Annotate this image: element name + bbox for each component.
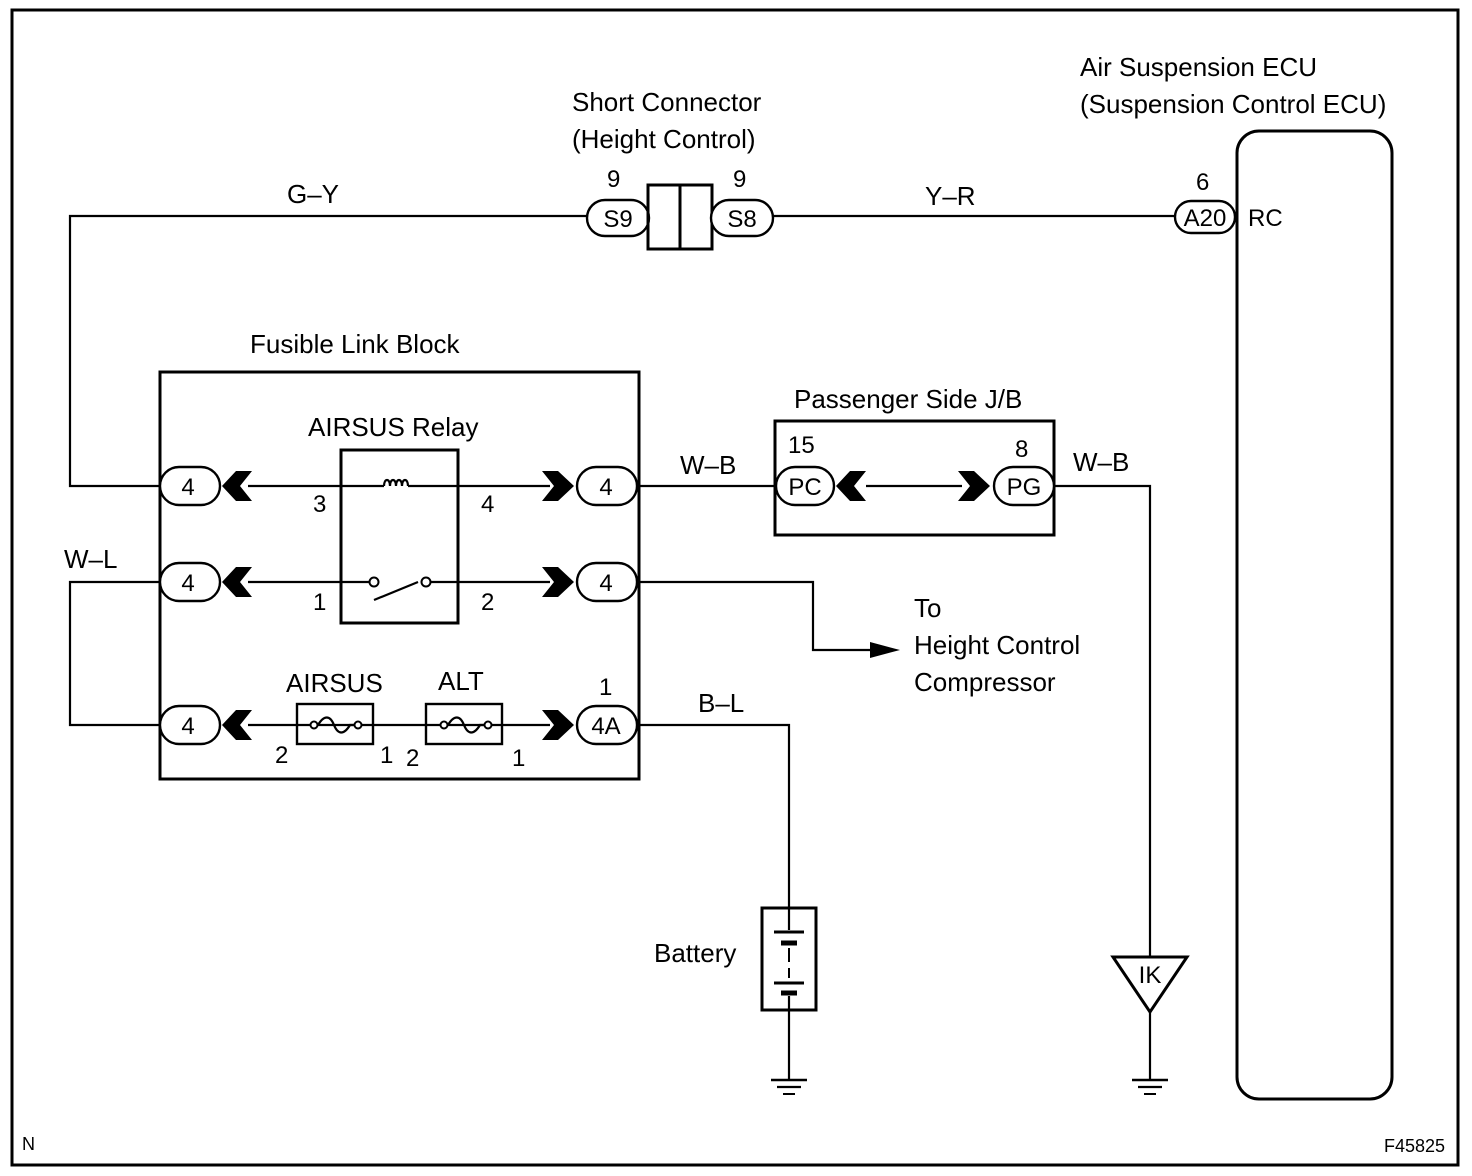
- arrow-pc-icon: [836, 471, 866, 501]
- flb-connector-left-bot-label: 4: [181, 713, 194, 740]
- airsus-relay: [339, 448, 460, 625]
- compressor-reference: To Height Control Compressor: [914, 593, 1080, 697]
- flb-connector-left-mid-label: 4: [181, 570, 194, 597]
- wire-gy: [68, 214, 587, 488]
- wire-wb-right: [1055, 484, 1152, 958]
- s9-label: S9: [603, 206, 632, 233]
- ecu-terminal-label: RC: [1248, 205, 1283, 232]
- ecu-subtitle: (Suspension Control ECU): [1080, 89, 1386, 119]
- wire-label-gy: G–Y: [287, 179, 339, 209]
- flb-connector-right-top-label: 4: [599, 474, 612, 501]
- flb-connector-left-bot: [158, 704, 222, 746]
- wire-to-compressor: [638, 580, 870, 652]
- fusible-link-block: Fusible Link Block AIRSUS Relay 3 4 1 2 …: [158, 329, 641, 781]
- ecu-title: Air Suspension ECU: [1080, 52, 1317, 82]
- arrow-right-bot-icon: [542, 710, 574, 740]
- pc-label: PC: [788, 474, 821, 501]
- arrow-pg-icon: [958, 471, 990, 501]
- jb-body: [773, 419, 1056, 537]
- flb-connector-right-bot-pin: 1: [599, 674, 612, 701]
- flb-connector-left-mid: [158, 561, 222, 603]
- wire-label-yr: Y–R: [925, 181, 976, 211]
- short-connector: Short Connector (Height Control) 9 9 S9 …: [572, 87, 775, 251]
- ground-point-triangle-icon: [1110, 955, 1190, 1015]
- compressor-arrow-icon: [870, 642, 900, 658]
- relay-switch-blade: [373, 580, 419, 602]
- ecu-connector-label: A20: [1184, 205, 1227, 232]
- compressor-line1: To: [914, 593, 941, 623]
- jb-left-pin: 15: [788, 432, 815, 459]
- flb-connector-right-mid: [575, 561, 639, 603]
- wire-wl: [68, 580, 162, 727]
- airsus-relay-label: AIRSUS Relay: [308, 412, 479, 442]
- fuse-alt-pin-right: 1: [512, 745, 525, 772]
- air-suspension-ecu: Air Suspension ECU (Suspension Control E…: [1080, 52, 1394, 1101]
- pc-connector: [774, 465, 836, 507]
- wire-label-wl: W–L: [64, 544, 117, 574]
- jb-title: Passenger Side J/B: [794, 384, 1022, 414]
- arrow-left-bot-icon: [222, 710, 252, 740]
- relay-pin-4: 4: [481, 491, 494, 518]
- jb-right-pin: 8: [1015, 436, 1028, 463]
- flb-connector-right-mid-label: 4: [599, 570, 612, 597]
- compressor-line3: Compressor: [914, 667, 1056, 697]
- wire-label-wb-right: W–B: [1073, 447, 1129, 477]
- wire-bl: [638, 723, 791, 908]
- relay-pin-3: 3: [313, 491, 326, 518]
- flb-connector-right-bot-label: 4A: [591, 713, 620, 740]
- short-connector-title: Short Connector: [572, 87, 762, 117]
- flb-connector-left-top-label: 4: [181, 474, 194, 501]
- relay-coil-icon: [382, 478, 410, 487]
- fuse-airsus-pin-left: 2: [275, 742, 288, 769]
- fuse-alt-pin-left: 2: [406, 745, 419, 772]
- ground-icon: [771, 1078, 807, 1095]
- arrow-right-top-icon: [542, 471, 574, 501]
- fuse-airsus: [295, 702, 375, 746]
- battery: Battery: [654, 906, 818, 1012]
- passenger-side-jb: Passenger Side J/B 15 8 PC PG: [773, 384, 1056, 537]
- compressor-line2: Height Control: [914, 630, 1080, 660]
- wire-label-bl: B–L: [698, 688, 744, 718]
- flb-connector-right-top: [575, 465, 639, 507]
- wires: [68, 214, 1175, 1080]
- arrow-left-mid-icon: [222, 567, 252, 597]
- flb-connector-left-top: [158, 465, 222, 507]
- short-connector-left-pin: 9: [607, 166, 620, 193]
- short-connector-right-pin: 9: [733, 166, 746, 193]
- relay-pin-1: 1: [313, 589, 326, 616]
- s8-connector: [709, 198, 775, 238]
- ecu-pin-number: 6: [1196, 169, 1209, 196]
- diagram-frame: [10, 8, 1460, 1167]
- wire-label-wb-left: W–B: [680, 450, 736, 480]
- arrow-left-top-icon: [222, 471, 252, 501]
- pg-connector: [992, 465, 1056, 507]
- relay-switch-contact-right: [420, 576, 432, 588]
- flb-connector-right-bot: [575, 704, 639, 746]
- relay-switch-contact-left: [368, 576, 380, 588]
- fuse-airsus-label: AIRSUS: [286, 668, 383, 698]
- corner-code-right: F45825: [1384, 1136, 1445, 1156]
- ground-icon: [1132, 1078, 1168, 1095]
- arrow-right-mid-icon: [542, 567, 574, 597]
- s8-label: S8: [727, 206, 756, 233]
- fuse-airsus-pin-right: 1: [380, 742, 393, 769]
- fuse-alt-label: ALT: [438, 666, 484, 696]
- pg-label: PG: [1007, 474, 1042, 501]
- ground-point-ik: IK: [1110, 955, 1190, 1015]
- relay-pin-2: 2: [481, 589, 494, 616]
- short-connector-subtitle: (Height Control): [572, 124, 756, 154]
- fusible-link-block-title: Fusible Link Block: [250, 329, 461, 359]
- battery-label: Battery: [654, 938, 736, 968]
- fuse-alt: [424, 702, 504, 746]
- ecu-body: [1235, 129, 1394, 1101]
- corner-code-left: N: [22, 1134, 35, 1154]
- ground-point-label: IK: [1139, 962, 1162, 989]
